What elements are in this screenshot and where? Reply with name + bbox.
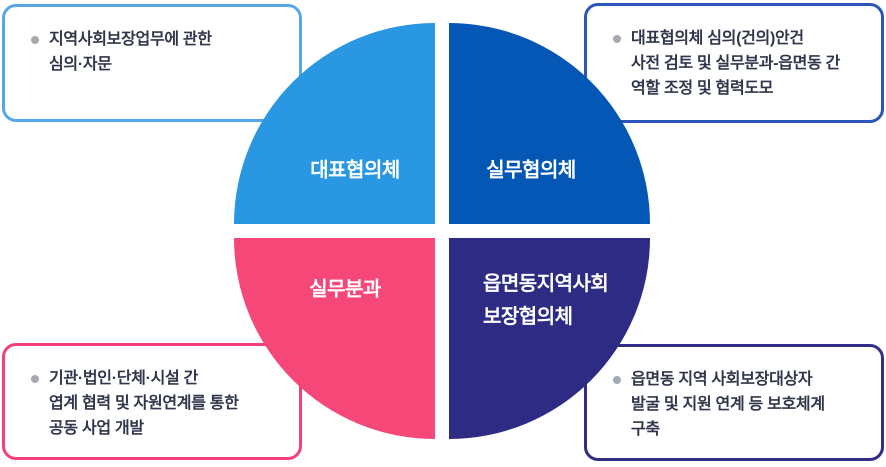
- quadrant-label: 읍면동지역사회 보장협의체: [483, 268, 609, 334]
- callout-top-right-text: 대표협의체 심의(건의)안건 사전 검토 및 실무분과-읍면동 간 역할 조정 …: [631, 26, 840, 120]
- callout-line: 역할 조정 및 협력도모: [631, 80, 774, 97]
- callout-line: 공동 사업 개발: [49, 420, 144, 437]
- callout-line: 구축: [631, 421, 660, 438]
- bullet-icon: [613, 376, 621, 384]
- callout-line: 읍면동 지역 사회보장대상자: [631, 371, 813, 388]
- callout-top-right: 대표협의체 심의(건의)안건 사전 검토 및 실무분과-읍면동 간 역할 조정 …: [584, 3, 884, 123]
- callout-line: 대표협의체 심의(건의)안건: [631, 30, 804, 47]
- quadrant-eupmyeondong-hyeopuiche: 읍면동지역사회 보장협의체: [449, 238, 650, 439]
- callout-line: 기관·법인·단체·시설 간: [49, 370, 199, 387]
- bullet-icon: [31, 375, 39, 383]
- quadrant-label-line: 보장협의체: [483, 306, 573, 328]
- callout-bottom-right-text: 읍면동 지역 사회보장대상자 발굴 및 지원 연계 등 보호체계 구축: [631, 367, 825, 458]
- callout-bottom-right: 읍면동 지역 사회보장대상자 발굴 및 지원 연계 등 보호체계 구축: [584, 344, 884, 461]
- callout-bottom-left-text: 기관·법인·단체·시설 간 엽계 협력 및 자원연계를 통한 공동 사업 개발: [49, 366, 239, 457]
- quadrant-wheel: 대표협의체 실무협의체 실무분과 읍면동지역사회 보장협의체: [234, 23, 650, 439]
- quadrant-label-line: 읍면동지역사회: [483, 273, 609, 295]
- quadrant-daepyo-hyeopuiche: 대표협의체: [234, 23, 435, 224]
- callout-line: 사전 검토 및 실무분과-읍면동 간: [631, 55, 841, 72]
- quadrant-label: 대표협의체: [310, 159, 400, 182]
- quadrant-label: 실무분과: [309, 278, 381, 301]
- callout-line: 엽계 협력 및 자원연계를 통한: [49, 395, 239, 412]
- callout-top-left-text: 지역사회보장업무에 관한 심의·자문: [49, 27, 212, 119]
- bullet-icon: [31, 36, 39, 44]
- quadrant-label: 실무협의체: [486, 159, 576, 182]
- callout-line: 심의·자문: [49, 56, 112, 73]
- callout-line: 발굴 및 지원 연계 등 보호체계: [631, 396, 825, 413]
- callout-bottom-left: 기관·법인·단체·시설 간 엽계 협력 및 자원연계를 통한 공동 사업 개발: [2, 343, 302, 460]
- callout-line: 지역사회보장업무에 관한: [49, 31, 212, 48]
- quadrant-silmu-hyeopuiche: 실무협의체: [449, 23, 650, 224]
- bullet-icon: [613, 35, 621, 43]
- callout-top-left: 지역사회보장업무에 관한 심의·자문: [2, 4, 302, 122]
- quadrant-silmu-bungwa: 실무분과: [234, 238, 435, 439]
